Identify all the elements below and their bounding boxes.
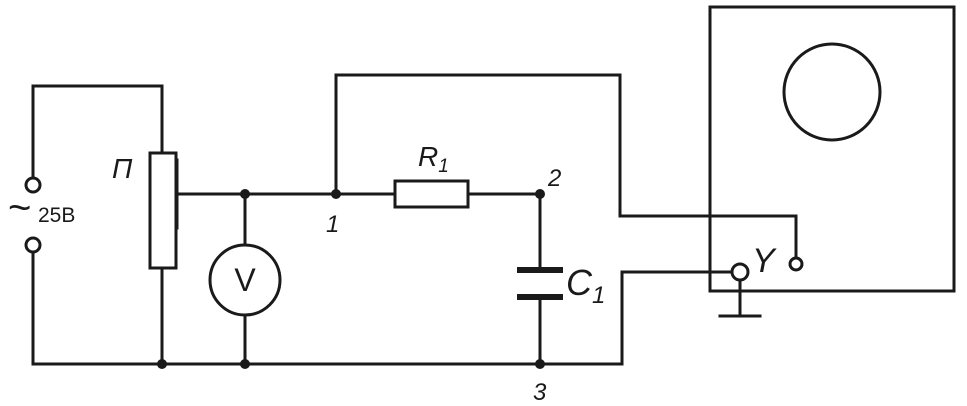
voltmeter — [208, 243, 282, 317]
resistor-subscript: 1 — [438, 156, 449, 177]
source-voltage-label: 25В — [38, 204, 75, 227]
wire-bottom-rail — [160, 270, 738, 366]
source-terminal-top — [24, 176, 42, 194]
oscilloscope-y-terminal — [730, 262, 750, 282]
source-terminal-bottom — [24, 236, 42, 254]
resistor-letter: R — [418, 141, 438, 172]
resistor-r1 — [393, 179, 470, 209]
node-label-3: 3 — [533, 379, 547, 406]
source-tilde: ~ — [8, 186, 31, 230]
junction-dot — [535, 189, 545, 199]
capacitor-letter: C — [566, 262, 593, 303]
capacitor-label: C1 — [566, 262, 605, 309]
potentiometer-label: П — [112, 153, 133, 184]
junction-dot — [240, 359, 250, 369]
junction-dot — [535, 359, 545, 369]
wire-resistor-to-node2 — [466, 192, 542, 272]
capacitor-subscript: 1 — [592, 282, 605, 309]
resistor-label: R1 — [418, 141, 449, 177]
wires — [31, 73, 798, 366]
wire-node1-to-oscilloscope — [334, 73, 798, 264]
oscilloscope-screen — [782, 42, 882, 142]
junction-dot — [240, 189, 250, 199]
junction-dot — [157, 359, 167, 369]
node-label-2: 2 — [547, 165, 561, 192]
wire-source-bottom — [31, 250, 164, 366]
capacitor-c1 — [517, 267, 563, 300]
junction-dot — [331, 189, 341, 199]
node-label-1: 1 — [326, 211, 339, 238]
wire-source-top — [31, 84, 164, 180]
potentiometer — [148, 151, 178, 270]
oscilloscope-y-label: Y — [752, 242, 777, 280]
oscilloscope — [708, 5, 956, 293]
voltmeter-label: V — [234, 262, 256, 298]
oscilloscope-second-terminal — [788, 256, 804, 272]
